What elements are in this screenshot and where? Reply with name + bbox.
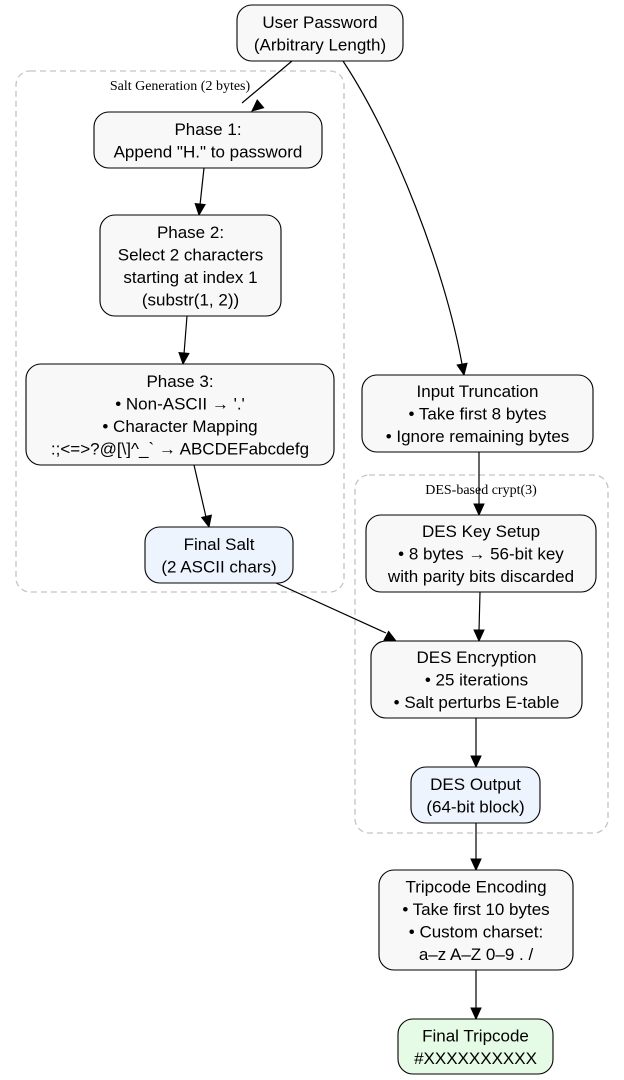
node-encryption-line: • 25 iterations [425, 671, 528, 690]
arrowhead-icon [470, 1007, 482, 1021]
clusters-layer: Salt Generation (2 bytes) DES-based cryp… [15, 70, 609, 834]
node-password-line: (Arbitrary Length) [254, 35, 386, 54]
node-key-setup-line: DES Key Setup [422, 522, 540, 541]
edge-key_setup-to-encryption [473, 591, 485, 643]
node-des-output: DES Output (64-bit block) [410, 766, 541, 824]
cluster-salt-generation-border [15, 70, 345, 593]
edge-phase1-to-phase2 [194, 167, 206, 217]
edge-line [342, 60, 463, 365]
cluster-des-crypt-label: DES-based crypt(3) [425, 483, 537, 498]
node-final-salt-box [144, 526, 294, 584]
node-tripcode: Final Tripcode #XXXXXXXXXX [397, 1018, 554, 1075]
node-encryption-line: DES Encryption [417, 648, 537, 667]
node-phase3-line: • Non-ASCII → '.' [115, 394, 245, 413]
nodes-layer: User Password (Arbitrary Length) Phase 1: A… [25, 4, 597, 1075]
edges-layer [178, 60, 485, 1021]
cluster-salt-generation-label: Salt Generation (2 bytes) [110, 79, 251, 94]
node-truncation-line: • Take first 8 bytes [409, 405, 547, 424]
node-phase1-line: Phase 1: [174, 120, 241, 139]
node-truncation-line: Input Truncation [417, 382, 539, 401]
edge-line [199, 167, 205, 206]
node-encryption-line: • Salt perturbs E-table [394, 693, 560, 712]
edge-line [183, 315, 188, 355]
node-password-box [236, 4, 404, 62]
node-encryption-box [370, 640, 583, 719]
node-phase3-line: :;<=>?@[\]^_` → ABCDEFabcdefg [51, 439, 309, 458]
node-key-setup: DES Key Setup • 8 bytes → 56-bit key with … [365, 514, 597, 593]
node-password: User Password (Arbitrary Length) [236, 4, 404, 62]
node-des-output-line: (64-bit block) [426, 797, 524, 816]
node-phase1-box [93, 111, 323, 169]
edge-phase2-to-phase3 [178, 315, 190, 366]
arrowhead-icon [178, 352, 190, 366]
node-phase3: Phase 3: • Non-ASCII → '.' • Character Map… [25, 363, 335, 466]
node-encoding: Tripcode Encoding • Take first 10 bytes • … [378, 869, 574, 971]
edge-line [478, 591, 481, 632]
edge-truncation-to-key_setup [473, 452, 485, 517]
node-encryption: DES Encryption • 25 iterations • Salt pert… [370, 640, 583, 719]
edge-encryption-to-des_output [470, 718, 482, 769]
node-encoding-line: a–z A–Z 0–9 . / [419, 945, 534, 964]
node-encoding-line: • Take first 10 bytes [402, 900, 549, 919]
arrowhead-icon [473, 503, 485, 517]
arrowhead-icon [470, 858, 482, 872]
arrowhead-icon [194, 202, 206, 217]
edge-line [193, 464, 207, 518]
edge-encoding-to-tripcode [470, 970, 482, 1021]
node-final-salt-line: (2 ASCII chars) [161, 557, 276, 576]
node-tripcode-box [397, 1018, 554, 1075]
edge-phase3-to-final_salt [193, 464, 213, 529]
arrowhead-icon [456, 362, 468, 377]
edge-password-to-phase1 [241, 60, 293, 112]
cluster-des-crypt: DES-based crypt(3) [354, 474, 609, 834]
node-key-setup-box [365, 514, 597, 593]
node-phase2-line: Phase 2: [157, 223, 224, 242]
node-tripcode-line: Final Tripcode [422, 1026, 529, 1045]
edge-des_output-to-encoding [470, 823, 482, 872]
cluster-salt-generation: Salt Generation (2 bytes) [15, 70, 345, 593]
node-phase2-line: Select 2 characters [118, 245, 264, 264]
edge-line [241, 60, 293, 104]
node-phase2: Phase 2: Select 2 characters starting at i… [99, 214, 282, 317]
arrowhead-icon [200, 514, 213, 529]
arrowhead-icon [251, 99, 265, 112]
node-des-output-box [410, 766, 541, 824]
node-encoding-line: • Custom charset: [409, 922, 543, 941]
node-phase2-line: starting at index 1 [123, 268, 257, 287]
cluster-des-crypt-border [354, 474, 609, 834]
node-final-salt: Final Salt (2 ASCII chars) [144, 526, 294, 584]
node-tripcode-line: #XXXXXXXXXX [414, 1049, 537, 1068]
node-key-setup-line: • 8 bytes → 56-bit key [398, 545, 564, 564]
node-password-line: User Password [262, 13, 377, 32]
node-encoding-box [378, 869, 574, 971]
edge-line [275, 582, 387, 634]
node-phase1-line: Append "H." to password [114, 142, 303, 161]
node-des-output-line: DES Output [430, 775, 521, 794]
arrowhead-icon [470, 755, 482, 769]
node-phase2-box [99, 214, 282, 317]
node-phase2-line: (substr(1, 2)) [142, 290, 239, 309]
node-truncation-line: • Ignore remaining bytes [386, 427, 570, 446]
node-phase3-line: Phase 3: [146, 372, 213, 391]
node-phase3-line: • Character Mapping [102, 417, 257, 436]
node-truncation-box [361, 374, 594, 453]
node-encoding-line: Tripcode Encoding [405, 877, 546, 896]
node-key-setup-line: with parity bits discarded [387, 567, 574, 586]
edge-password-to-truncation [342, 60, 468, 377]
arrowhead-icon [473, 629, 485, 643]
node-final-salt-line: Final Salt [184, 535, 255, 554]
node-truncation: Input Truncation • Take first 8 bytes • Ig… [361, 374, 594, 453]
node-phase1: Phase 1: Append "H." to password [93, 111, 323, 169]
node-phase3-box [25, 363, 335, 466]
